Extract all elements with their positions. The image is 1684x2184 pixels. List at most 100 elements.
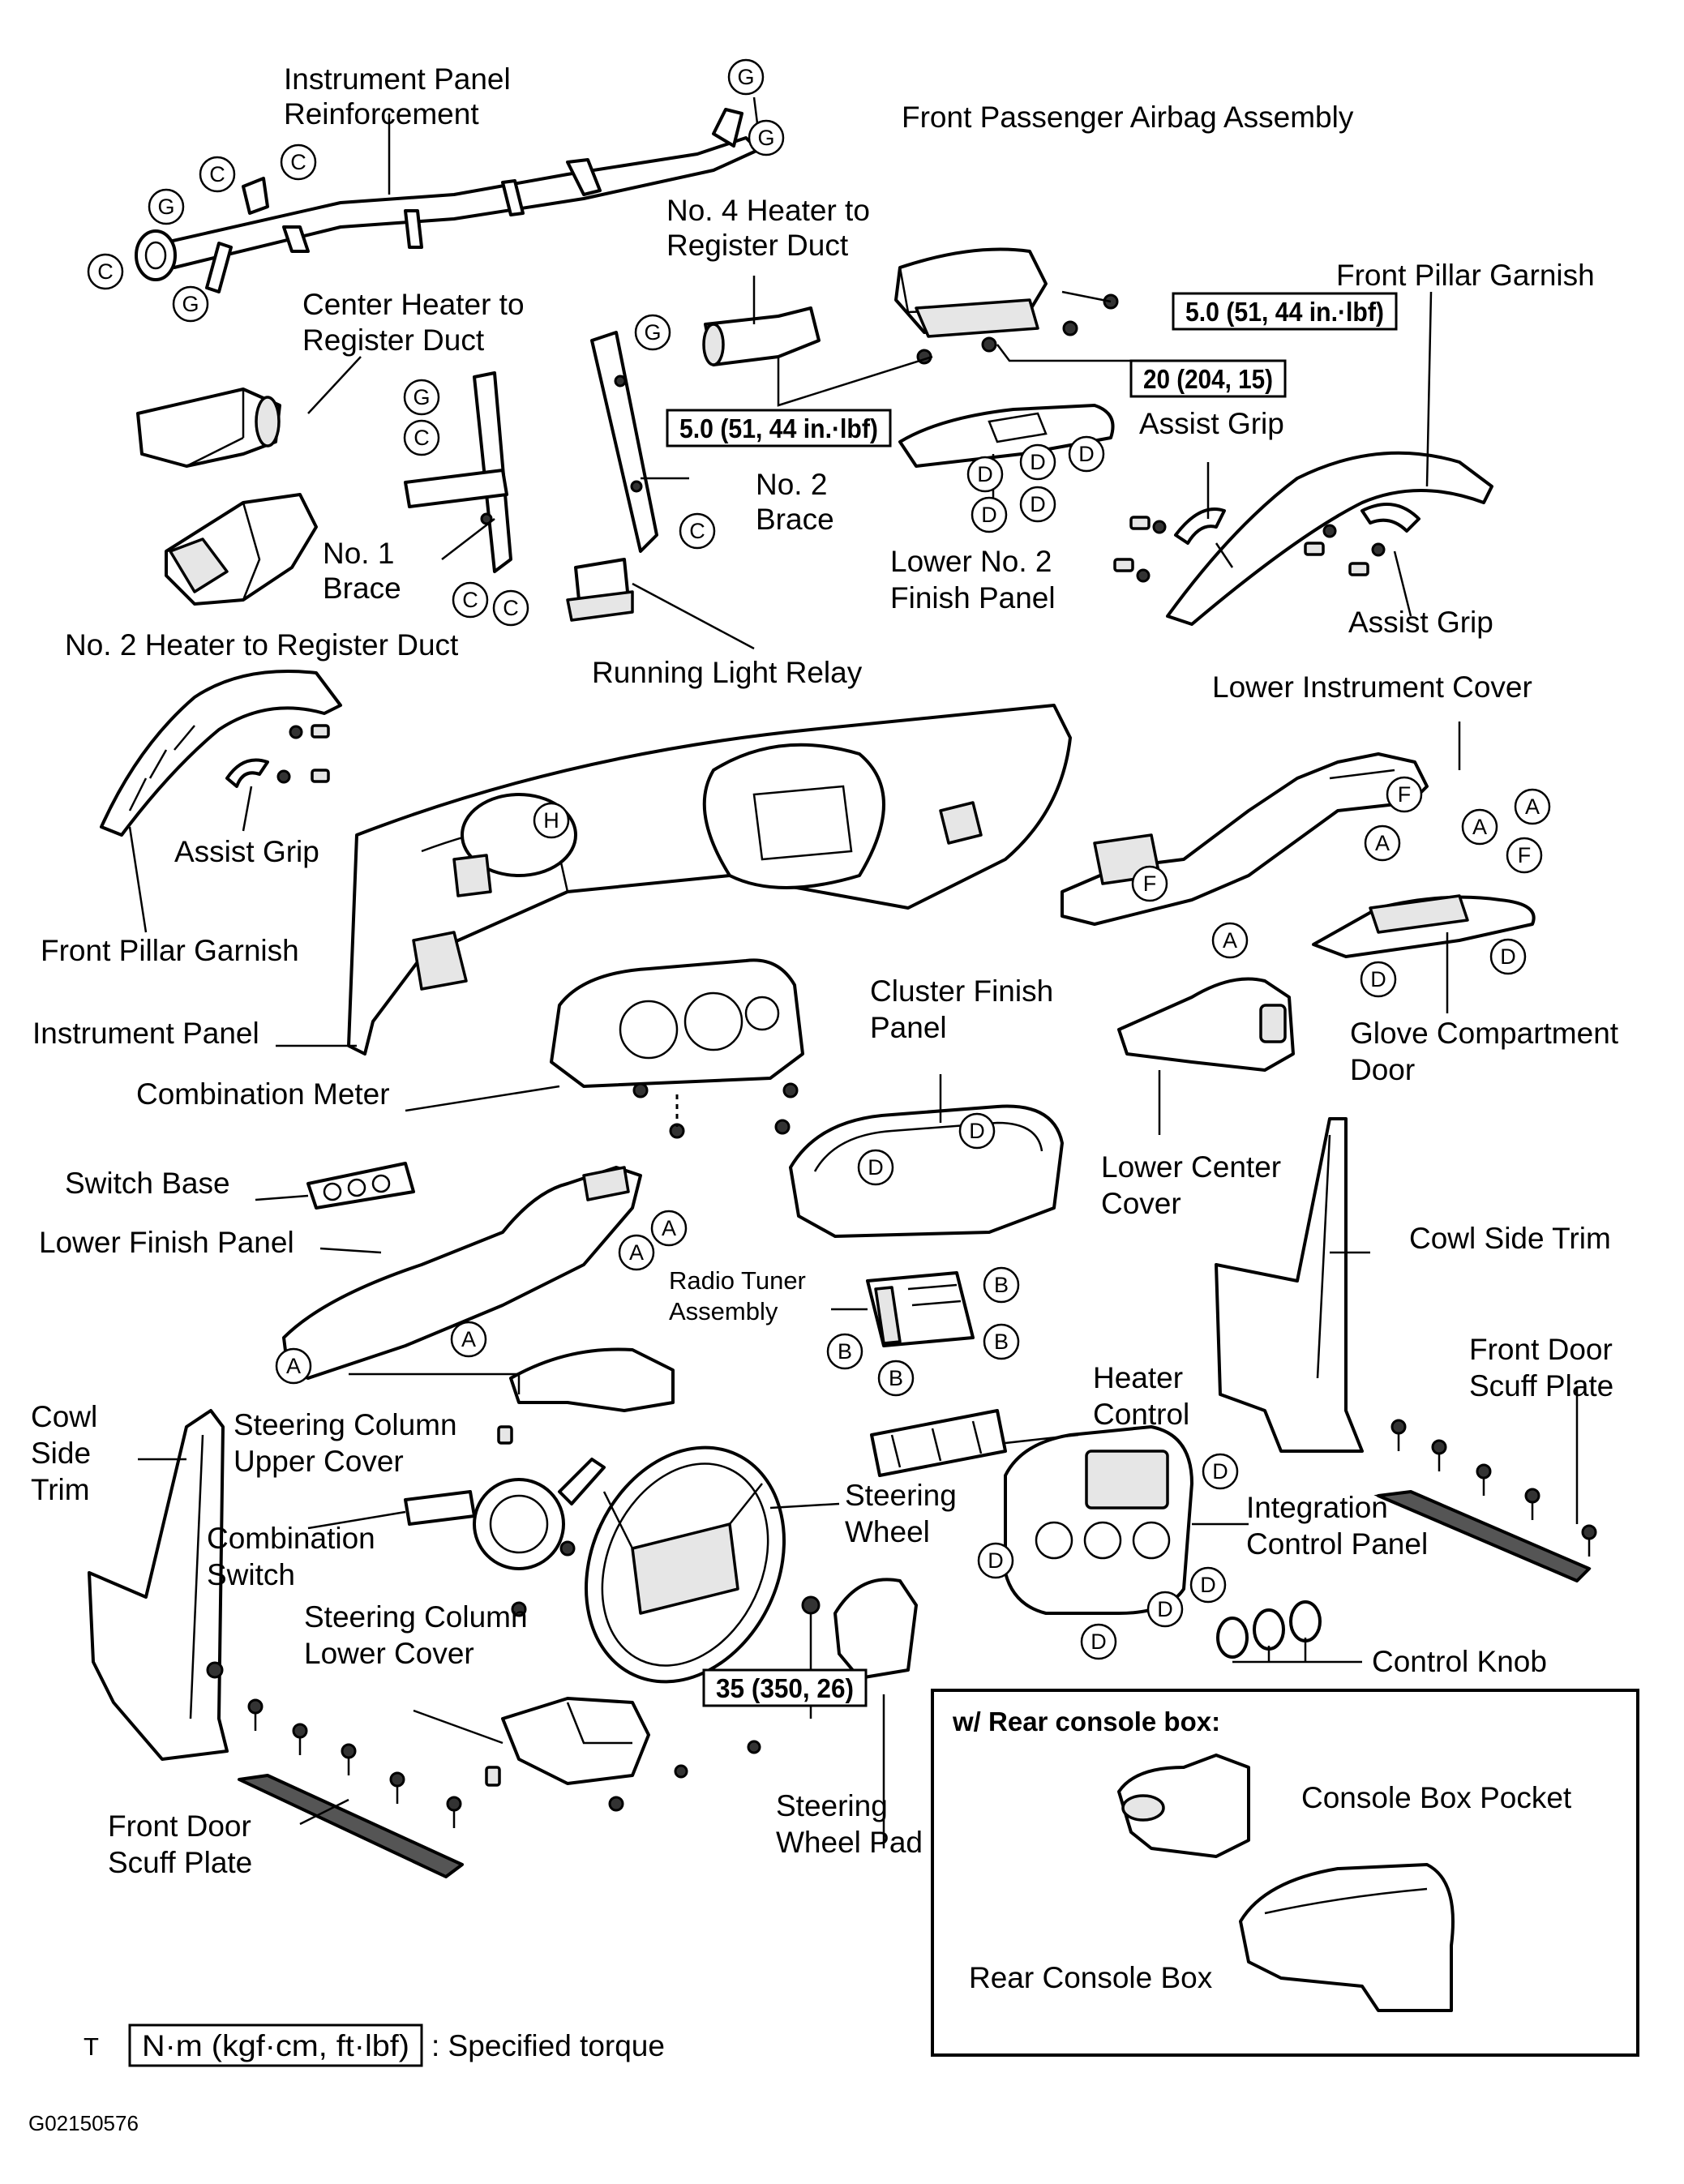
clip-d: D (988, 1548, 1004, 1573)
clip-d: D (1078, 442, 1095, 466)
clip-f: F (1398, 782, 1412, 807)
steering-column-lower-part (485, 1697, 761, 1812)
no2-heater-duct-label: No. 2 Heater to Register Duct (65, 628, 459, 662)
running-light-relay (566, 558, 634, 622)
clip-d: D (1030, 450, 1046, 474)
no4-heater-duct-label-1: No. 4 Heater to (666, 194, 870, 227)
integration-control-panel-part (1004, 1425, 1193, 1615)
integration-control-panel-label-1: Integration (1246, 1491, 1388, 1524)
steering-column-upper-label-2: Upper Cover (234, 1445, 404, 1478)
clip-g: G (413, 385, 430, 409)
control-knob-label: Control Knob (1372, 1645, 1547, 1678)
combination-switch-label-1: Combination (207, 1522, 375, 1555)
no1-brace-label-1: No. 1 (323, 537, 394, 570)
radio-tuner-part (866, 1271, 975, 1347)
torque-specs: 5.0 (51, 44 in.·lbf) 20 (204, 15) 5.0 (5… (666, 292, 1398, 1707)
integration-control-panel-label-2: Control Panel (1246, 1527, 1428, 1561)
clip-a: A (286, 1354, 301, 1378)
clip-c: C (209, 162, 225, 186)
lower-no2-finish-panel-label-2: Finish Panel (890, 581, 1056, 615)
front-door-scuff-left-label-2: Scuff Plate (108, 1846, 252, 1879)
radio-tuner-label-1: Radio Tuner (669, 1266, 806, 1295)
legend-marker: T (84, 2032, 99, 2061)
no4-heater-duct-label-2: Register Duct (666, 229, 849, 262)
clip-c: C (290, 150, 306, 174)
torque-airbag-mid: 20 (204, 15) (1143, 364, 1273, 394)
clip-g: G (737, 65, 754, 89)
combination-switch-part (404, 1458, 612, 1617)
clip-c: C (689, 519, 705, 543)
clip-a: A (629, 1240, 644, 1265)
steering-wheel-pad-label-2: Wheel Pad (776, 1826, 923, 1859)
cowl-side-trim-left-label-2: Side (31, 1437, 91, 1470)
front-door-scuff-right-part (1373, 1419, 1597, 1582)
cowl-side-trim-left-label-1: Cowl (31, 1400, 97, 1433)
part-labels: Instrument Panel Reinforcement Front Pas… (31, 62, 1619, 1879)
console-box-pocket-label: Console Box Pocket (1301, 1781, 1572, 1814)
clip-c: C (462, 588, 478, 612)
legend-unit: N·m (kgf·cm, ft·lbf) (142, 2029, 409, 2062)
clip-a: A (1223, 928, 1237, 953)
rear-console-box-label: Rear Console Box (969, 1961, 1213, 1994)
clip-markers: G G G G G G C C C C C C C D D D D D D D … (87, 58, 1551, 1660)
clip-a: A (1472, 815, 1487, 839)
torque-legend: T N·m (kgf·cm, ft·lbf) : Specified torqu… (84, 2023, 665, 2067)
cowl-side-trim-left-label-3: Trim (31, 1473, 90, 1506)
no1-brace-label-2: Brace (323, 572, 401, 605)
front-passenger-airbag-label: Front Passenger Airbag Assembly (902, 101, 1354, 134)
clip-f: F (1143, 871, 1157, 896)
center-heater-duct-label-1: Center Heater to (302, 288, 525, 321)
assist-grip-right-label: Assist Grip (1348, 606, 1493, 639)
steering-column-lower-label-2: Lower Cover (304, 1637, 474, 1670)
lower-no2-finish-panel (898, 404, 1115, 468)
clip-g: G (644, 320, 661, 345)
combination-meter-label: Combination Meter (136, 1077, 390, 1111)
combination-meter-part (550, 958, 804, 1139)
lower-instrument-cover-label: Lower Instrument Cover (1212, 670, 1532, 704)
clip-b: B (889, 1366, 903, 1390)
switch-base-part (306, 1162, 415, 1210)
clip-d: D (969, 1119, 985, 1143)
cluster-finish-panel-label-2: Panel (870, 1011, 947, 1044)
clip-c: C (414, 426, 430, 450)
steering-column-upper-part (497, 1347, 675, 1445)
steering-wheel-pad-part (833, 1578, 918, 1680)
torque-airbag-upper: 5.0 (51, 44 in.·lbf) (1185, 297, 1384, 327)
glove-compartment-label-1: Glove Compartment (1350, 1017, 1619, 1050)
instrument-panel-label: Instrument Panel (32, 1017, 259, 1050)
lower-center-cover-part (1117, 977, 1295, 1072)
clip-d: D (1030, 492, 1046, 516)
steering-wheel-part (585, 1445, 821, 1684)
no2-heater-duct (165, 493, 318, 606)
clip-h: H (543, 808, 559, 833)
heater-control-label-1: Heater (1093, 1361, 1183, 1394)
clip-a: A (461, 1327, 476, 1351)
clip-c: C (97, 259, 114, 284)
no2-brace (590, 331, 658, 553)
no2-brace-label-1: No. 2 (756, 468, 827, 501)
lower-center-cover-label-2: Cover (1101, 1187, 1181, 1220)
radio-tuner-label-2: Assembly (669, 1297, 778, 1325)
lower-no2-finish-panel-label-1: Lower No. 2 (890, 545, 1052, 578)
clip-b: B (994, 1273, 1009, 1297)
no1-brace (404, 371, 512, 573)
clip-d: D (1157, 1597, 1173, 1621)
legend-text: : Specified torque (431, 2029, 665, 2062)
clip-d: D (1212, 1459, 1228, 1484)
combination-switch-label-2: Switch (207, 1558, 295, 1591)
steering-wheel-label-1: Steering (845, 1479, 957, 1512)
clip-a: A (1525, 794, 1540, 819)
lower-finish-panel-part (282, 1166, 642, 1380)
clip-d: D (1370, 967, 1386, 991)
clip-b: B (838, 1339, 852, 1364)
clip-g: G (182, 292, 199, 316)
front-door-scuff-left-label-1: Front Door (108, 1809, 251, 1843)
clip-g: G (757, 126, 774, 150)
cowl-side-trim-right-label: Cowl Side Trim (1409, 1222, 1611, 1255)
front-pillar-garnish-right-part (1113, 451, 1493, 626)
front-door-scuff-right-label-1: Front Door (1469, 1333, 1613, 1366)
clip-a: A (662, 1216, 676, 1240)
front-pillar-garnish-right-label: Front Pillar Garnish (1336, 259, 1595, 292)
assist-grip-top-label: Assist Grip (1139, 407, 1284, 440)
